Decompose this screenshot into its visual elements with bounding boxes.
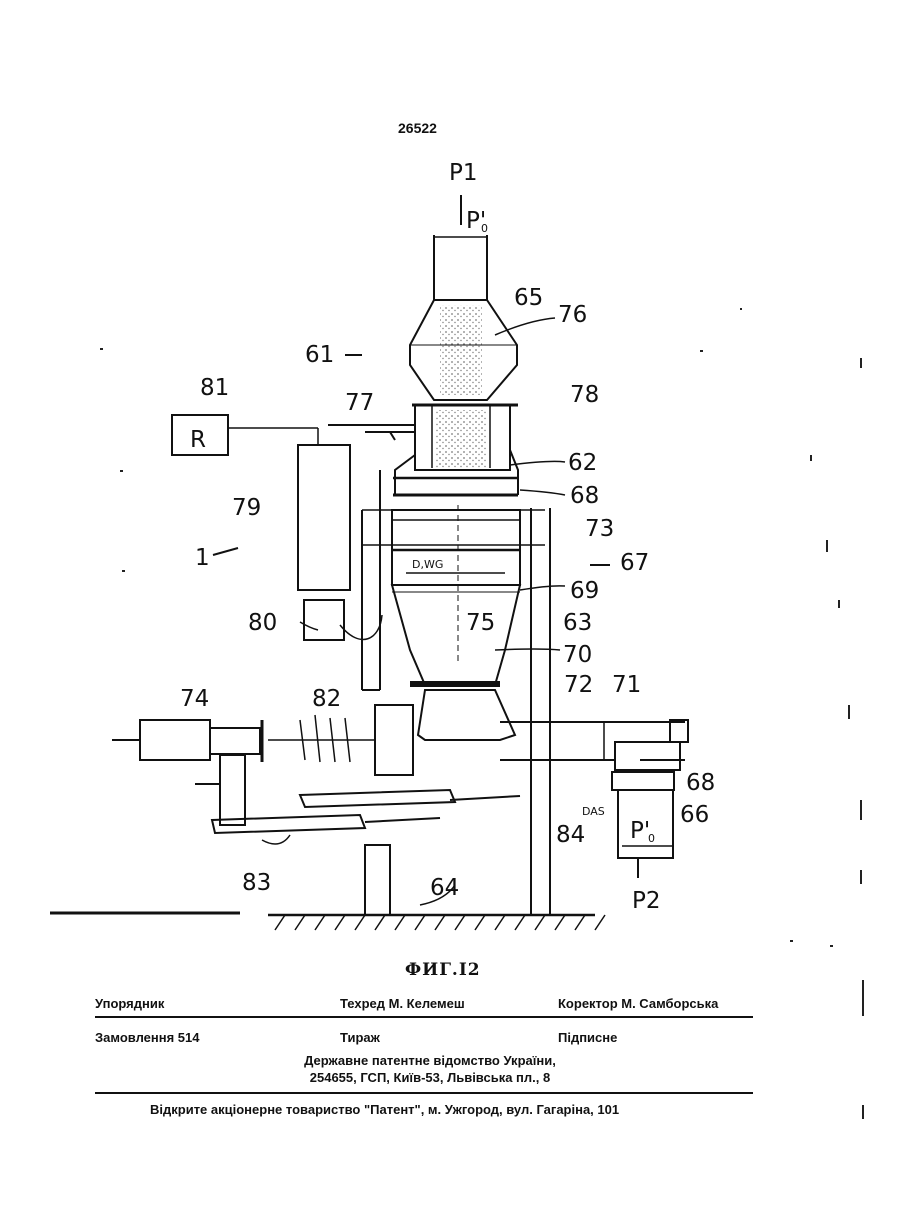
scan-specks [0, 0, 900, 1214]
